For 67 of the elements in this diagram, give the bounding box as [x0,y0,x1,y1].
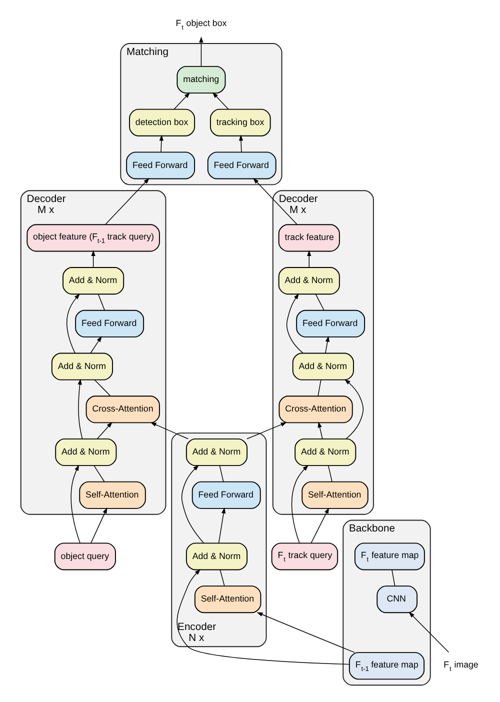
arrow [174,92,190,110]
arrow [256,612,356,653]
arrow [90,508,108,544]
arrow [291,465,308,544]
connector [328,465,332,482]
arrow [70,464,80,544]
node-box: F$_{t-1}$ feature map [348,652,425,680]
node-text: F$_{t}$ image [444,659,478,673]
node-box: Add & Norm [62,267,124,295]
arrow [91,250,96,268]
node-box: Add & Norm [294,438,356,466]
node-box: Add & Norm [278,267,340,295]
arrow [96,422,112,440]
arrow [408,612,450,653]
node-box: track feature [278,224,340,252]
node-box: F$_{t}$ feature map [354,542,425,570]
node-box: Add & Norm [292,352,354,380]
arrow [218,507,226,544]
node-box: Self-Attention [79,481,146,509]
arrow [78,378,83,440]
arrow [212,92,229,110]
node-box: Feed Forward [126,152,196,180]
node-box: Cross-Attention [278,396,353,424]
node-box: object query [54,542,116,570]
node-box: CNN [376,586,418,614]
arrow [286,293,304,354]
arrow [66,293,80,354]
node-box: Cross-Attention [86,396,160,424]
connector [392,569,396,586]
arrow [104,178,150,225]
arrow [246,422,287,440]
connector [94,379,111,396]
node-box: matching [176,66,226,94]
node-box: Self-Attention [194,586,262,614]
arrow [307,250,312,268]
arrow [310,508,330,544]
connector [220,569,225,586]
arrow [181,464,204,544]
node-box: Add & Norm [186,542,248,570]
arrow [238,134,244,152]
node-box: Add & Norm [55,438,117,466]
arrow [159,134,164,152]
arrow [253,178,298,225]
arrow [344,379,364,440]
node-box: Feed Forward [207,152,276,180]
node-box: Feed Forward [75,310,144,338]
node-box: detection box [129,108,196,136]
arrow [318,422,323,440]
node-box: tracking box [210,108,271,136]
node-box: Self-Attention [302,481,368,509]
arrow [199,36,204,67]
arrow [150,422,188,440]
connector [219,465,224,482]
arrow [90,336,102,354]
connector [318,379,322,396]
connector [94,465,105,482]
node-box: object feature (F$_{t-1}$ track query) [26,224,160,252]
node-box: Feed Forward [296,310,366,338]
node-box: Feed Forward [192,481,261,509]
node-text: F$_{t}$ object box [176,18,227,32]
node-box: Add & Norm [186,438,248,466]
connector [98,294,105,311]
node-box: Add & Norm [51,352,113,380]
arrow [325,336,330,354]
arrow [176,569,350,665]
node-box: F$_{t}$ track query [271,542,338,570]
connector [315,294,324,311]
